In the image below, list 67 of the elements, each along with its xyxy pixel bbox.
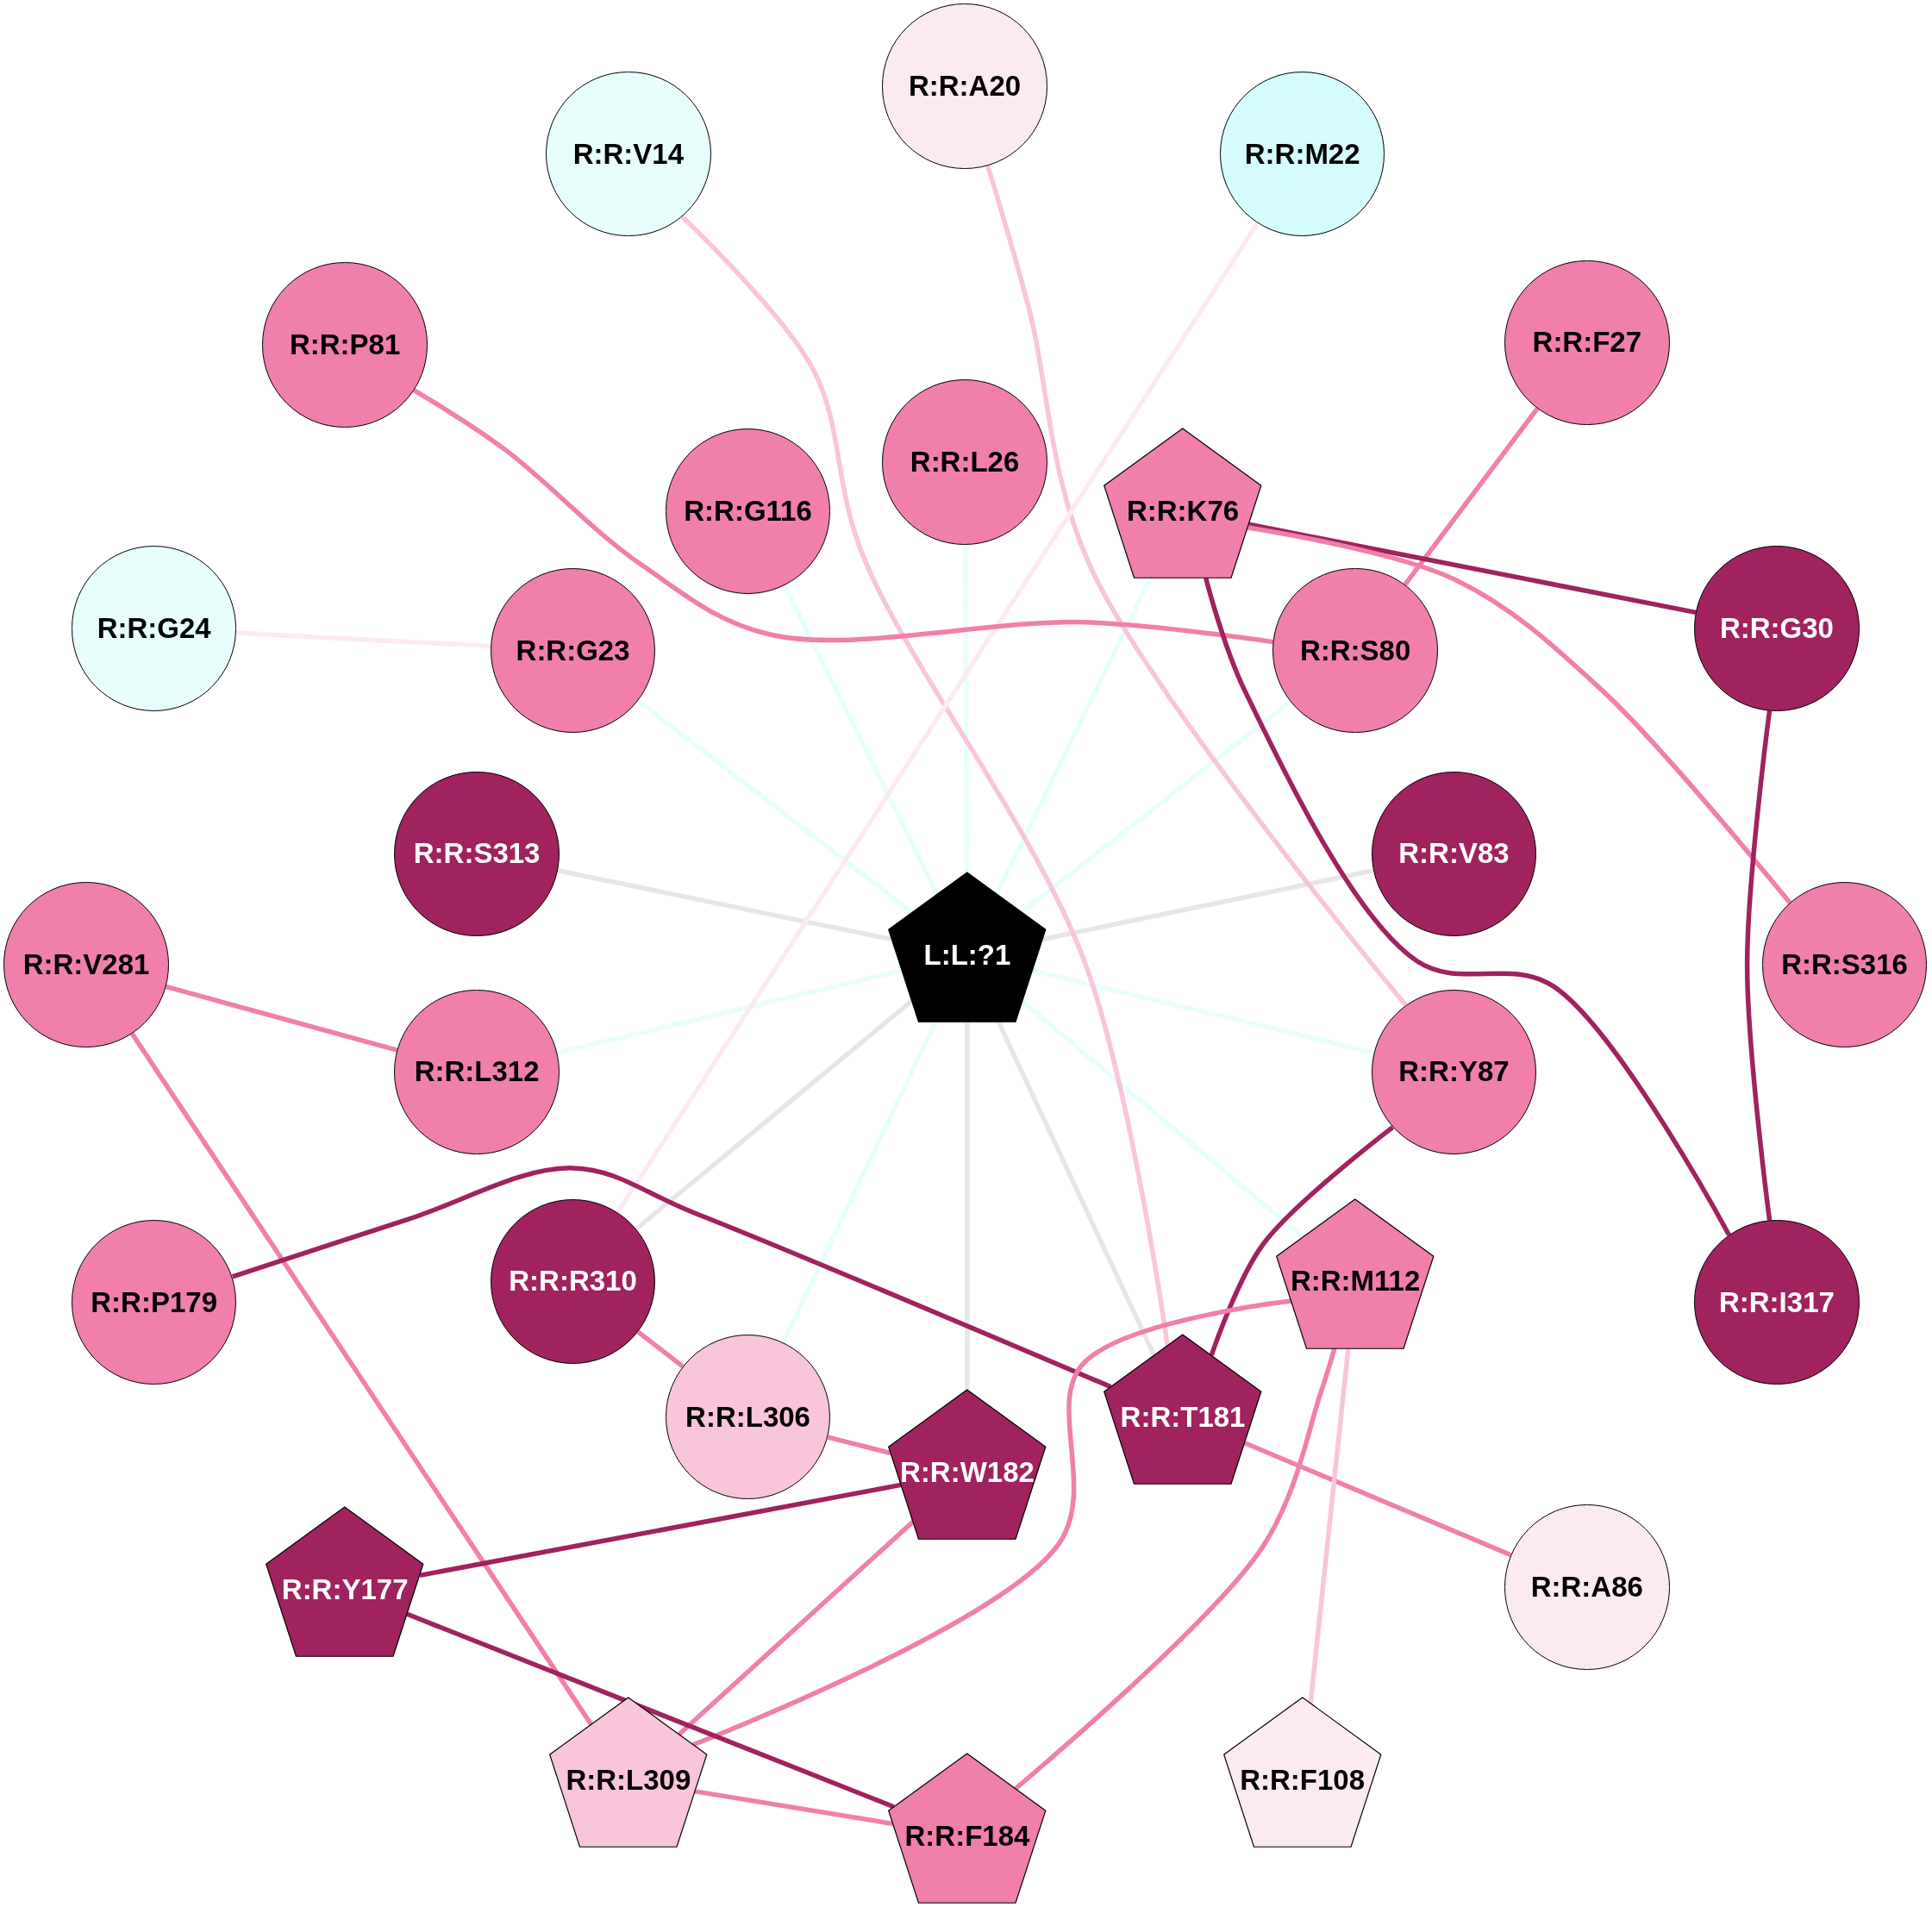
interaction-line [635,998,914,1231]
interaction-line [616,222,1260,1214]
residue-label: R:R:G30 [1719,611,1834,645]
residue-label: R:R:L312 [414,1055,540,1089]
residue-label: R:R:F184 [904,1819,1030,1853]
interaction-line [236,630,491,649]
interaction-line [985,165,1408,1007]
interaction-line [677,1520,915,1737]
residue-label: R:R:L306 [685,1400,810,1434]
interaction-line [827,1435,891,1456]
residue-label: R:R:I317 [1718,1285,1835,1319]
interaction-line [1248,522,1697,616]
residue-label: R:R:S316 [1781,948,1908,982]
residue-label: R:R:S80 [1299,634,1411,667]
interaction-line [1021,999,1304,1240]
interaction-line [165,984,398,1053]
interaction-line [419,1482,902,1579]
residue-label: R:R:A86 [1530,1570,1643,1604]
interaction-line [782,584,940,896]
interaction-line [1744,710,1773,1221]
interaction-line [1041,868,1374,942]
residue-label: R:R:G23 [516,634,630,667]
residue-label: R:R:Y87 [1398,1055,1510,1089]
interaction-line [1031,968,1374,1055]
interaction-line [691,1298,1292,1748]
interaction-line [694,1789,894,1827]
interaction-line [680,215,1170,1347]
interaction-line [1243,1441,1512,1558]
interaction-line [557,868,893,942]
interaction-line [636,698,914,915]
residue-label: R:R:R310 [509,1265,637,1298]
interaction-line [406,1611,895,1810]
interaction-line [636,1329,685,1369]
interaction-line [1014,1347,1337,1791]
interaction-line [1403,407,1540,586]
residue-label: R:R:K76 [1126,495,1240,528]
residue-label: R:R:S313 [413,837,541,871]
interaction-line [1204,577,1731,1236]
interaction-line [1247,525,1792,905]
residue-label: R:R:M22 [1244,137,1360,171]
residue-label: R:R:F27 [1532,326,1642,360]
interaction-line [962,544,970,873]
interaction-line [412,388,1274,645]
residue-label: R:R:L309 [566,1764,691,1798]
interaction-line [1209,1125,1395,1356]
interaction-line [556,968,903,1055]
residue-label: R:R:T181 [1120,1400,1246,1434]
interaction-line [994,577,1153,896]
residue-label: R:R:V14 [572,137,685,171]
residue-label: R:R:A20 [908,70,1022,103]
interaction-line [1020,699,1292,915]
residue-label: R:R:P81 [289,328,401,362]
residue-label: R:R:V83 [1398,837,1510,871]
residue-label: R:R:P179 [91,1285,217,1319]
residue-label: R:R:L26 [910,445,1020,478]
interaction-line [231,1166,1112,1390]
interaction-line [1308,1347,1351,1704]
residue-label: R:R:V281 [22,948,150,982]
interaction-line [965,1022,970,1391]
residue-label: L:L:?1 [923,938,1011,972]
residue-label: R:R:G24 [97,611,211,645]
residue-label: R:R:G116 [684,495,812,528]
residue-label: R:R:W182 [900,1455,1035,1489]
residue-label: R:R:M112 [1290,1265,1421,1298]
residue-label: R:R:F108 [1240,1764,1366,1798]
residue-label: R:R:Y177 [281,1572,409,1606]
interaction-line [129,1032,594,1727]
